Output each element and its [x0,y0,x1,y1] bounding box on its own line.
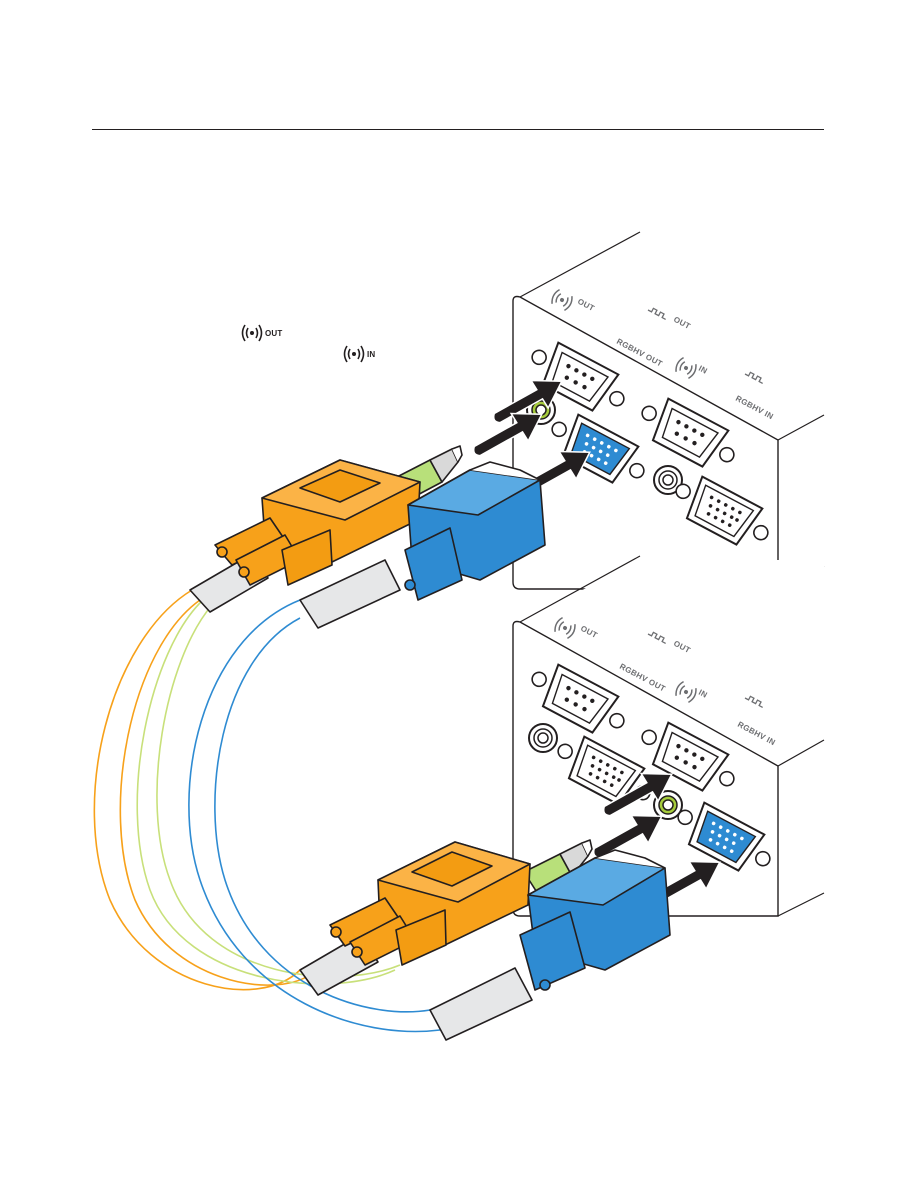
unit-bottom-audio-out-jack [528,723,558,753]
serial-wire-inner [119,599,311,986]
unit-bottom: OUT RGBHV OUT OUT IN RGBHV IN [512,555,825,917]
top-vga-connector [404,461,546,601]
legend-audio-in-label: IN [367,349,376,359]
unit-top: OUT RGBHV OUT OUT IN RGBHV IN [467,231,825,590]
top-vga-cable-sheath [299,559,401,629]
bottom-connector-bundle [299,839,671,1041]
top-connector-bundle [189,445,546,629]
audio-wave-icon [343,345,365,363]
legend-audio-out-label: OUT [265,328,283,338]
vga-wire-inner [214,617,431,1013]
serial-wire-outer [93,589,301,991]
bottom-serial-connector [329,841,531,966]
audio-wave-icon [241,324,263,342]
unit-top-sync-in-icon [744,371,763,384]
bottom-vga-connector [519,849,671,991]
vga-wire-outer [188,599,441,1033]
header-rule [92,129,824,130]
unit-top-sync-icon [647,307,666,320]
top-serial-connector [214,459,421,586]
unit-bottom-audio-in-label: IN [697,688,709,700]
cable-wires [93,589,441,1033]
unit-top-audio-in-label: IN [697,364,709,376]
bottom-vga-cable-sheath [429,967,533,1041]
unit-bottom-sync-icon [647,631,666,644]
legend-audio-out: OUT [241,323,283,343]
legend-audio-in: IN [343,344,375,364]
unit-bottom-sync-in-icon [744,695,763,708]
